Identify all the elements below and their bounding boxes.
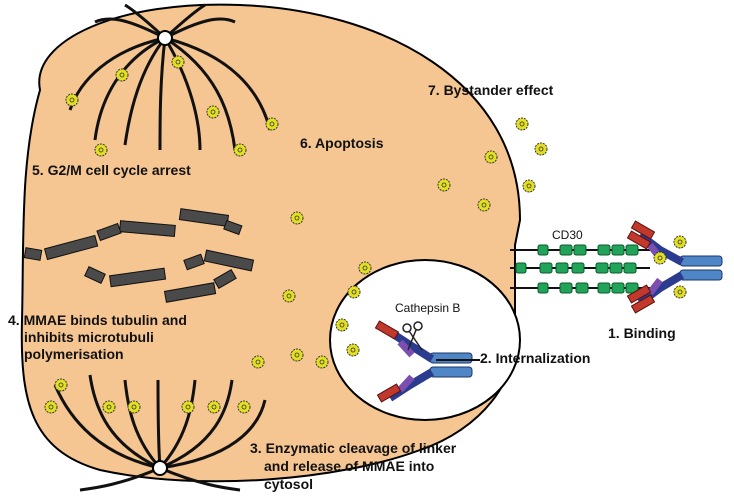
mmae-molecule-icon: [673, 285, 687, 299]
mmae-molecule-icon: [515, 117, 529, 131]
mmae-molecule-icon: [437, 178, 451, 192]
mmae-molecule-icon: [207, 400, 221, 414]
mmae-molecule-icon: [233, 143, 247, 157]
step-4-label-line2: inhibits microtubuli: [24, 329, 154, 345]
mmae-molecule-icon: [65, 93, 79, 107]
step-3-label-line1: 3. Enzymatic cleavage of linker: [250, 440, 457, 456]
cd30-receptors: [510, 244, 650, 294]
mmae-molecule-icon: [347, 285, 361, 299]
step-2-label: 2. Internalization: [480, 350, 591, 366]
bottom-centrosome: [152, 460, 168, 476]
mmae-molecule-icon: [315, 355, 329, 369]
step-1-label: 1. Binding: [608, 325, 676, 341]
mmae-molecule-icon: [346, 343, 360, 357]
mmae-molecule-icon: [335, 318, 349, 332]
step-6-label: 6. Apoptosis: [300, 135, 384, 151]
mmae-molecule-icon: [94, 143, 108, 157]
mmae-molecule-icon: [265, 117, 279, 131]
mmae-molecule-icon: [44, 400, 58, 414]
endosome: [329, 259, 521, 421]
mmae-molecule-icon: [484, 150, 498, 164]
mmae-molecule-icon: [127, 400, 141, 414]
mmae-molecule-icon: [477, 198, 491, 212]
step-5-label: 5. G2/M cell cycle arrest: [32, 162, 191, 178]
mmae-molecule-icon: [237, 400, 251, 414]
mmae-molecule-icon: [282, 289, 296, 303]
mmae-molecule-icon: [290, 211, 304, 225]
mmae-molecule-icon: [206, 105, 220, 119]
mmae-molecule-icon: [534, 142, 548, 156]
scissors-icon: [402, 321, 423, 351]
mmae-molecule-icon: [653, 251, 667, 265]
step-3-label-line2: and release of MMAE into: [264, 458, 435, 474]
mmae-molecule-icon: [171, 55, 185, 69]
mmae-molecule-icon: [290, 348, 304, 362]
step-3-label-line3: cytosol: [264, 476, 314, 492]
antibody-drug-conjugate: [626, 220, 723, 314]
mmae-molecule-icon: [181, 400, 195, 414]
step-4-label-line1: 4. MMAE binds tubulin and: [8, 312, 187, 328]
mmae-molecules: [44, 55, 687, 414]
step-4-label-line3: polymerisation: [24, 346, 124, 362]
cathepsin-b-label: Cathepsin B: [395, 301, 461, 315]
step-7-label: 7. Bystander effect: [428, 82, 554, 98]
tubulin-fragments: [23, 208, 255, 303]
top-centrosome: [157, 30, 173, 46]
cd30-label: CD30: [552, 228, 583, 242]
bottom-mitotic-spindle: [53, 374, 267, 492]
mmae-molecule-icon: [358, 261, 372, 275]
mmae-molecule-icon: [54, 378, 68, 392]
mmae-molecule-icon: [115, 68, 129, 82]
mmae-molecule-icon: [102, 400, 116, 414]
mmae-molecule-icon: [251, 355, 265, 369]
mmae-molecule-icon: [522, 179, 536, 193]
mmae-molecule-icon: [673, 235, 687, 249]
